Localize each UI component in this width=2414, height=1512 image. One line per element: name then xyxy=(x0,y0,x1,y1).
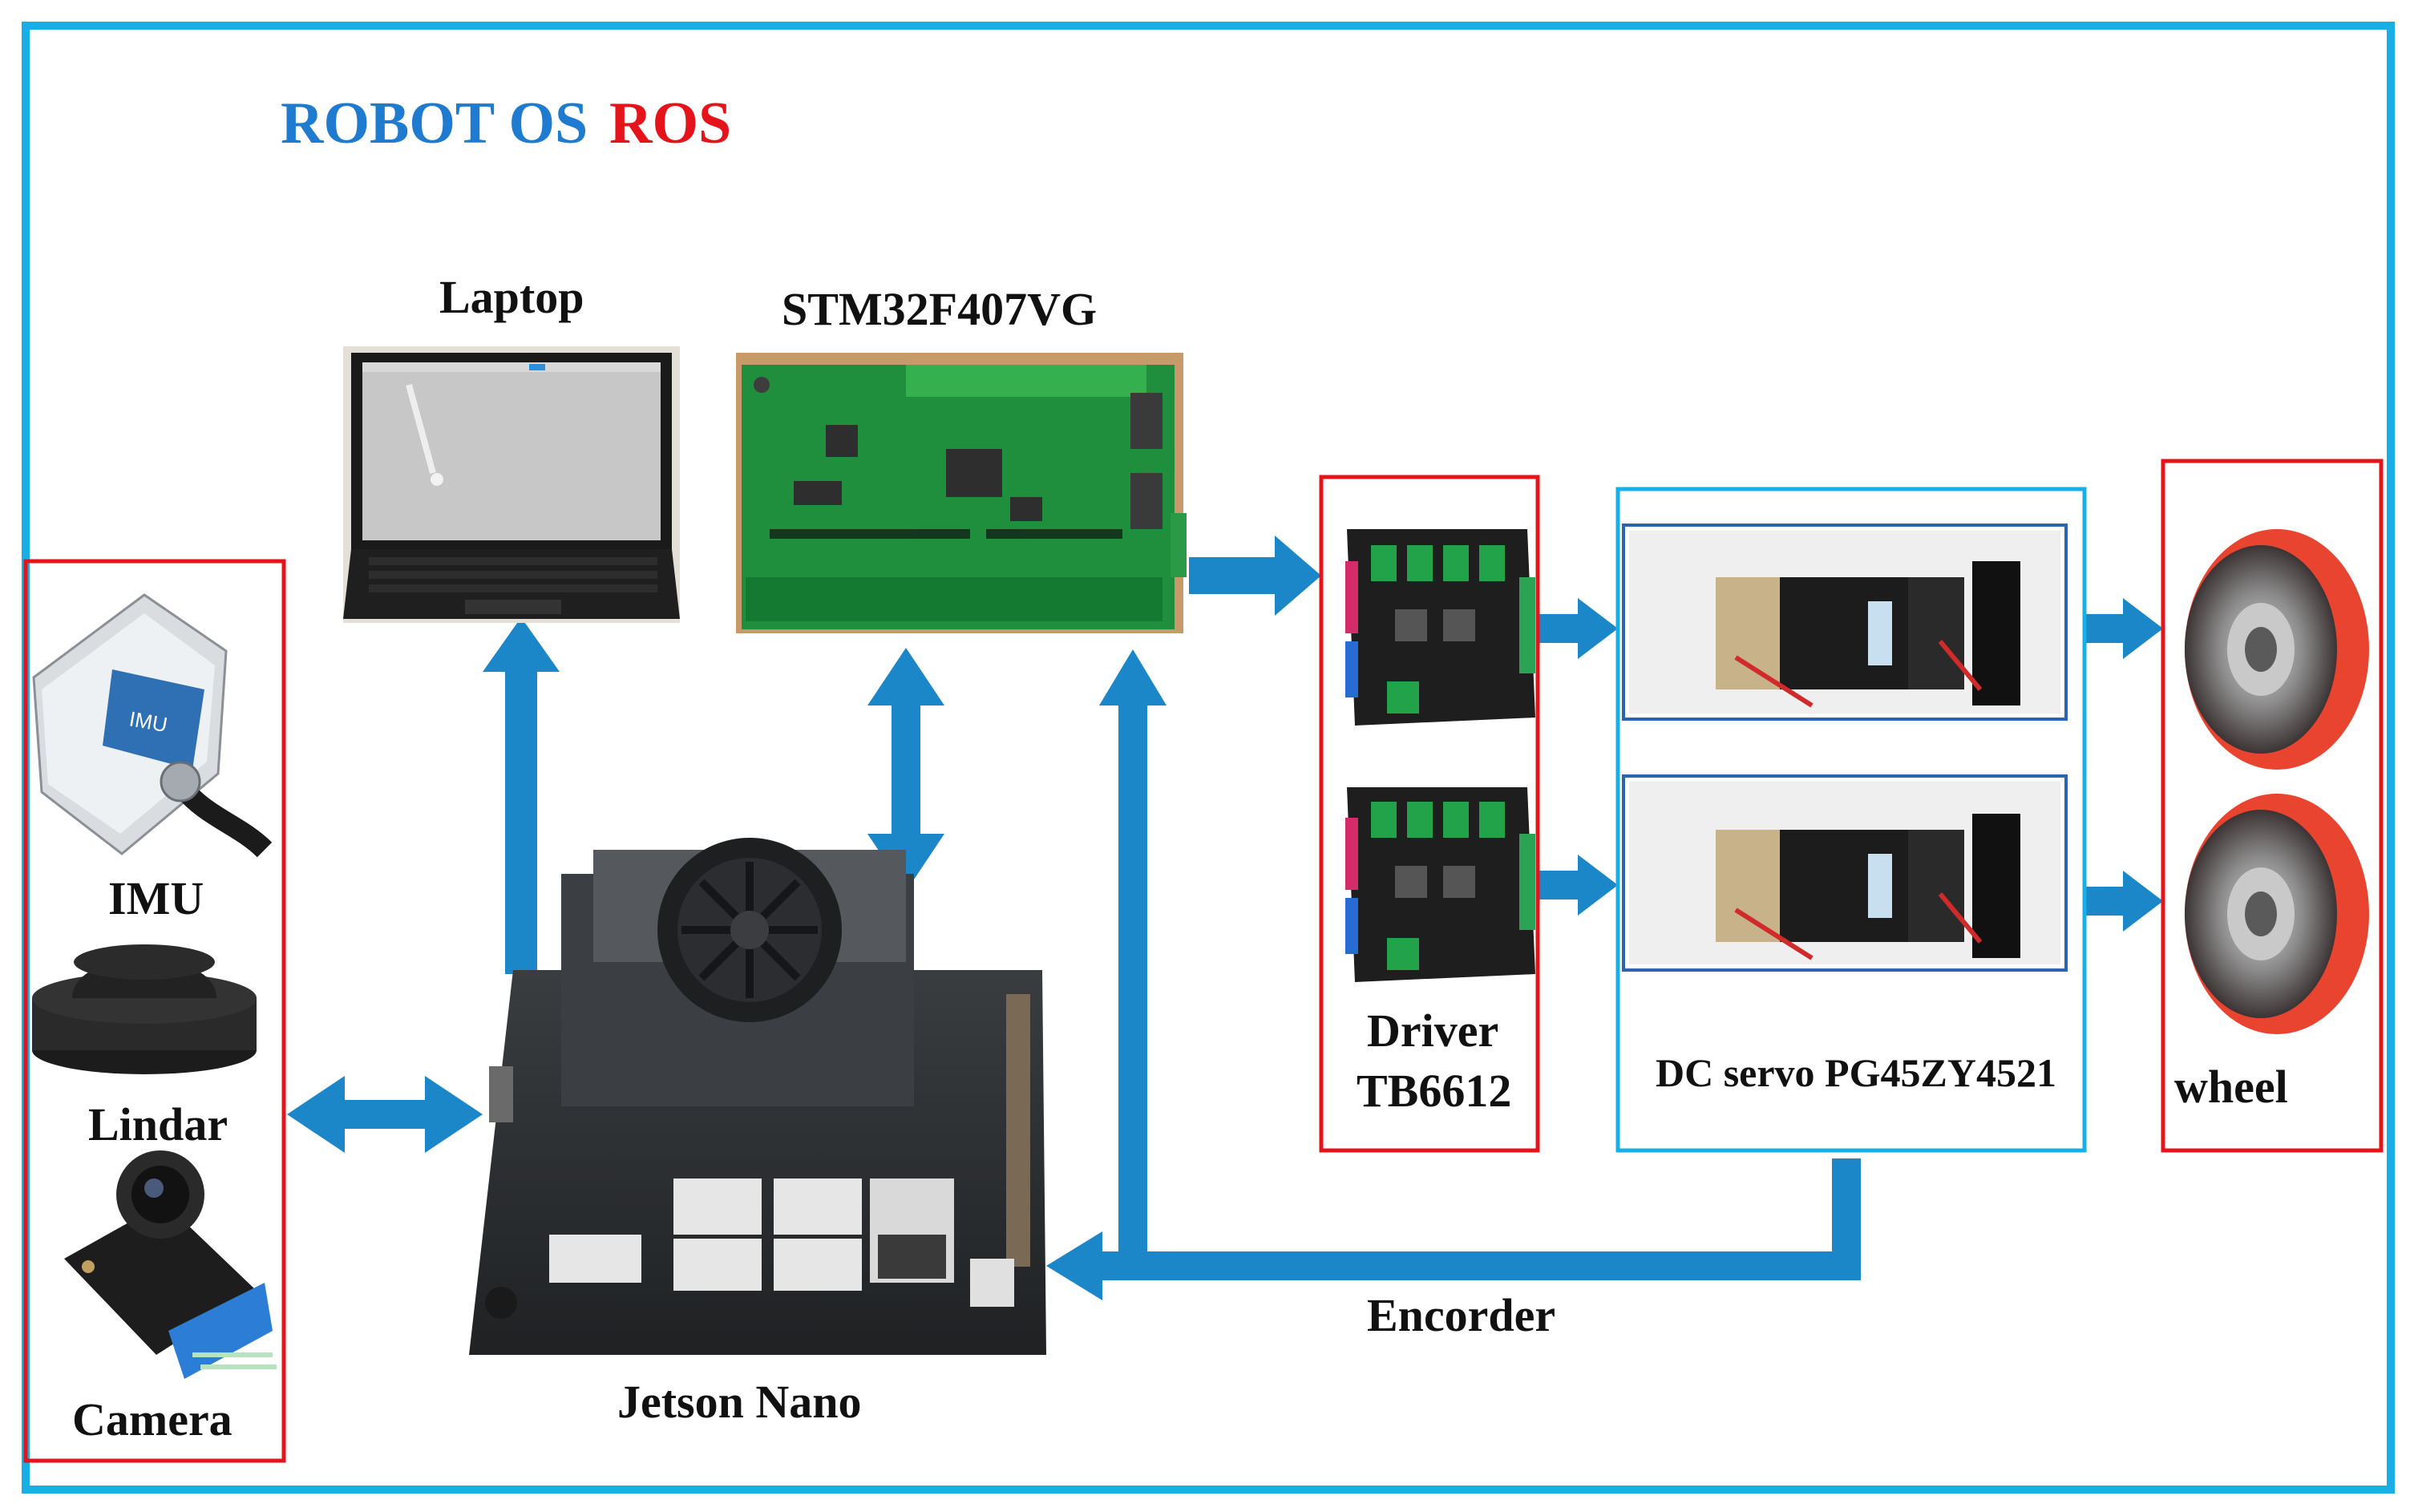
wheel-group-box xyxy=(2161,459,2384,1153)
stm32-image xyxy=(736,353,1187,633)
encoder-line-horizontal xyxy=(1098,1251,1861,1280)
driver-board-bottom-image xyxy=(1345,787,1535,982)
camera-image xyxy=(64,1150,277,1379)
arrows xyxy=(287,536,2163,1300)
arrow-jetson-to-laptop xyxy=(483,617,560,974)
jetson-image xyxy=(469,838,1046,1355)
servo-group-box xyxy=(1615,487,2087,1153)
arrow-stm32-jetson xyxy=(867,648,944,891)
arrow-stm32-to-driver xyxy=(1189,536,1321,616)
wheel-top-image xyxy=(2185,529,2369,770)
arrow-servo-to-wheel-top xyxy=(2084,598,2163,659)
servo-label: DC servo PG45ZY4521 xyxy=(1656,1050,2056,1095)
lidar-image xyxy=(32,944,257,1074)
servo-motor-bottom-image xyxy=(1622,774,2068,972)
arrow-driver-to-servo-bottom xyxy=(1538,855,1618,916)
encoder-line-up xyxy=(1118,705,1147,1267)
wheel-bottom-image xyxy=(2185,794,2369,1034)
encoder-label: Encorder xyxy=(1367,1289,1555,1341)
driver-board-top-image xyxy=(1345,529,1535,726)
encoder-arrowhead-jetson xyxy=(1046,1231,1102,1300)
driver-label-line2: TB6612 xyxy=(1357,1065,1511,1117)
arrow-servo-to-wheel-bottom xyxy=(2084,871,2163,932)
stm32-label: STM32F407VG xyxy=(782,283,1097,335)
imu-label: IMU xyxy=(108,872,204,924)
wheel-label: wheel xyxy=(2174,1061,2288,1113)
sensor-group-box xyxy=(23,559,286,1463)
arrow-driver-to-servo-top xyxy=(1538,598,1618,659)
lidar-label: Lindar xyxy=(88,1098,228,1150)
jetson-label: Jetson Nano xyxy=(617,1376,862,1428)
driver-group-box xyxy=(1319,475,1540,1153)
servo-motor-top-image xyxy=(1622,524,2068,721)
title-robot-os: ROBOT OS xyxy=(281,91,588,156)
laptop-image xyxy=(343,346,680,623)
title-ros: ROS xyxy=(609,91,731,156)
driver-label-line1: Driver xyxy=(1367,1005,1498,1057)
arrow-sensors-jetson xyxy=(287,1076,483,1153)
laptop-label: Laptop xyxy=(439,271,584,323)
imu-image: IMU xyxy=(32,593,273,858)
camera-label: Camera xyxy=(72,1393,233,1445)
encoder-arrowhead-stm32 xyxy=(1099,649,1167,705)
